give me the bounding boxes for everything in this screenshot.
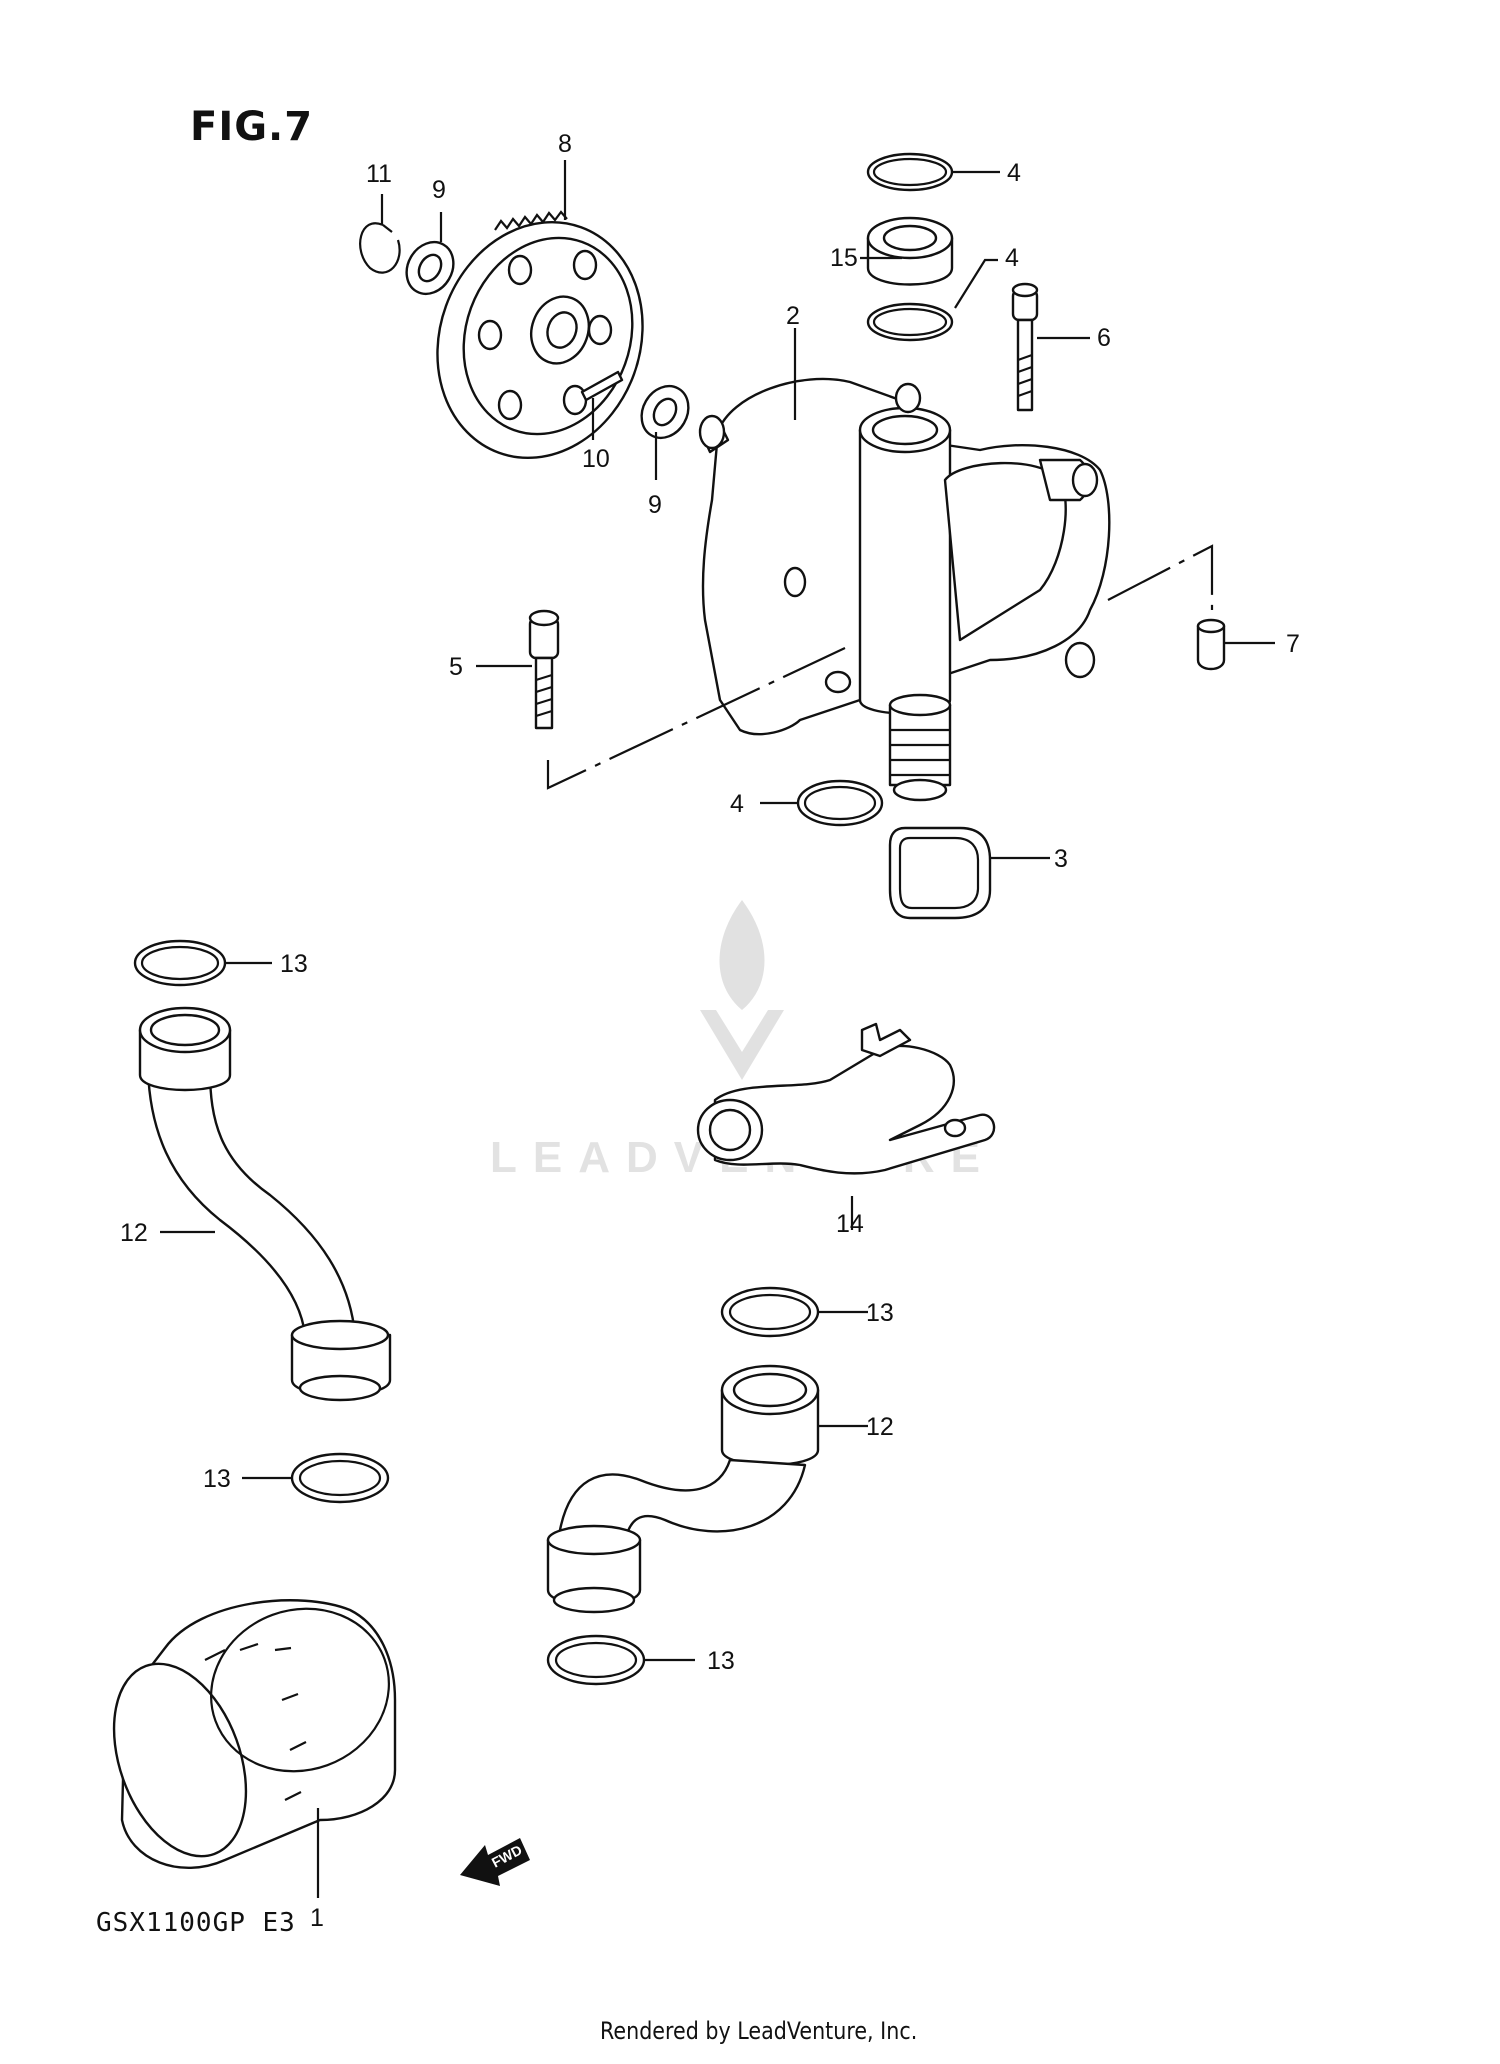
callout-3: 3 [1054,845,1068,873]
part-6-bolt [1011,282,1039,412]
callout-12-left: 12 [120,1219,148,1247]
callout-2: 2 [786,302,800,330]
part-12-pipe-left [138,1006,392,1402]
part-13-oring-4 [546,1634,646,1686]
callout-11: 11 [366,160,392,188]
callout-13-lower-left: 13 [203,1465,231,1493]
callout-4-lower: 4 [730,790,744,818]
callout-15: 15 [830,244,858,272]
part-4-oring-middle [866,302,954,342]
leader-lines [160,160,1275,1898]
part-9-washer-lower [640,384,690,440]
part-5-bolt [528,609,560,730]
part-13-oring-2 [290,1452,390,1504]
callout-labels: 11 9 8 4 15 4 6 2 10 9 7 5 4 3 13 12 14 … [120,130,1300,1932]
rendered-by-footer: Rendered by LeadVenture, Inc. [600,2017,918,2045]
part-8-pump-gear [436,210,644,460]
fwd-arrow: FWD [460,1838,530,1886]
part-3-gasket [888,826,992,920]
callout-8: 8 [558,130,572,158]
callout-4-top: 4 [1007,159,1021,187]
callout-13-upper-left: 13 [280,950,308,978]
part-9-washer-upper [405,240,455,296]
callout-7: 7 [1286,630,1300,658]
part-13-oring-3 [720,1286,820,1338]
part-4-oring-lower [796,779,884,827]
part-13-oring-1 [133,939,227,987]
part-1-oil-filter [112,1599,397,1870]
callout-13-upper-right: 13 [866,1299,894,1327]
figure-title: FIG.7 [190,104,314,150]
part-12-pipe-right [546,1364,820,1614]
callout-5: 5 [449,653,463,681]
callout-9-upper: 9 [432,176,446,204]
part-4-oring-top [866,152,954,192]
callout-14: 14 [836,1210,864,1238]
callout-9-lower: 9 [648,491,662,519]
callout-12-right: 12 [866,1413,894,1441]
callout-6: 6 [1097,324,1111,352]
part-15-bushing [866,216,954,286]
part-2-oil-pump-body [698,377,1111,802]
callout-13-lower-right: 13 [707,1647,735,1675]
model-code: GSX1100GP E3 [96,1908,296,1938]
part-14-elbow-pipe [696,1022,996,1175]
part-7-dowel [1196,618,1226,671]
callout-10: 10 [582,445,610,473]
part-11-circlip [359,222,401,274]
callout-4-middle: 4 [1005,244,1019,272]
part-10-pin [580,370,624,402]
alignment-line-bolt [546,647,846,790]
callout-1: 1 [310,1904,324,1932]
alignment-line-dowel [1107,544,1214,610]
